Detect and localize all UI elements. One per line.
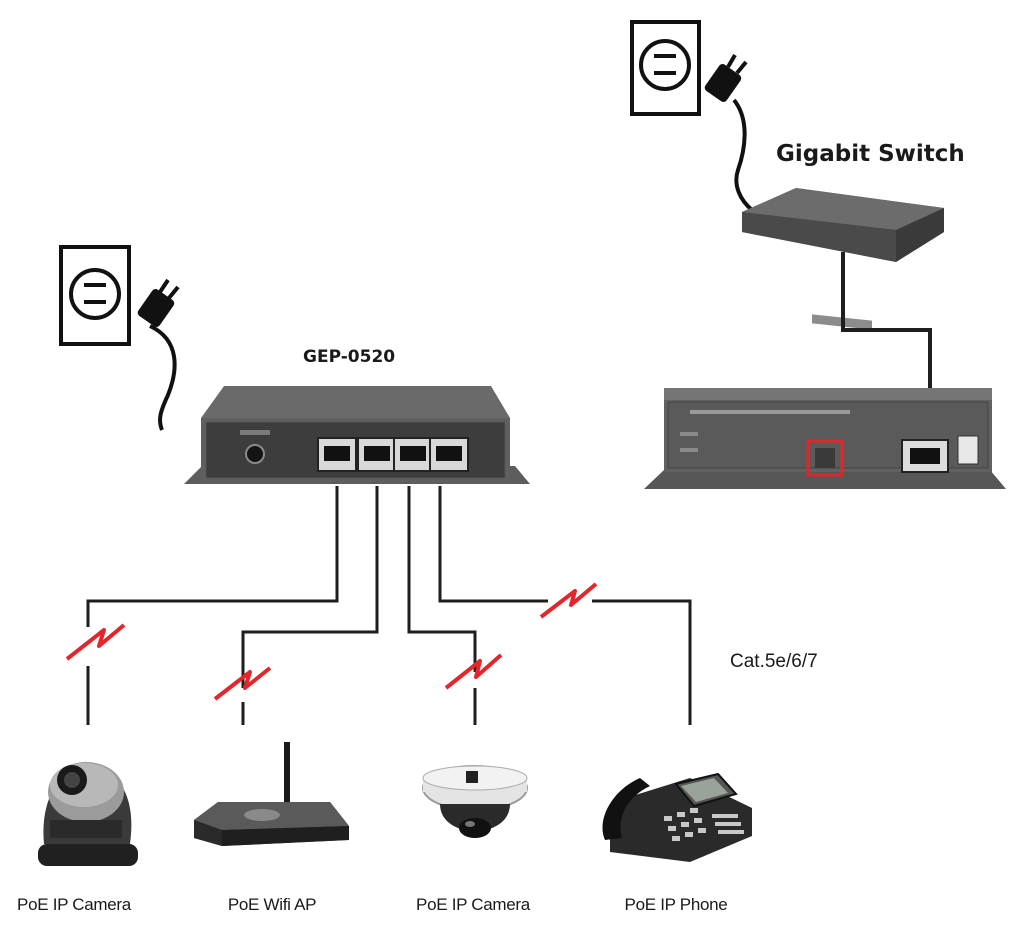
ip-phone-device <box>602 772 752 862</box>
power-plug-icon <box>704 53 748 102</box>
power-outlet-icon <box>59 245 131 346</box>
wifi-ap-device <box>194 742 349 846</box>
ethernet-port-icon <box>901 439 949 473</box>
poe-switch-rear-device <box>644 388 1006 489</box>
cable-type-label: Cat.5e/6/7 <box>730 651 818 672</box>
wireless-bolt-icon <box>65 623 126 661</box>
device-label-ip-camera-1: PoE IP Camera <box>17 895 131 914</box>
ptz-camera-device <box>38 762 138 866</box>
wireless-bolt-icon <box>213 666 272 701</box>
power-cord <box>149 324 177 431</box>
ethernet-port-icon <box>429 437 469 472</box>
gep-0520-device <box>184 386 530 484</box>
dome-camera-device <box>422 765 528 838</box>
ethernet-port-icon <box>317 437 357 472</box>
device-label-ip-phone: PoE IP Phone <box>624 895 728 914</box>
gigabit-switch-device <box>742 188 944 330</box>
power-outlet-icon <box>630 20 701 116</box>
ethernet-port-icon <box>393 437 433 472</box>
ethernet-cables <box>86 486 692 725</box>
gigabit-switch-label: Gigabit Switch <box>776 141 965 167</box>
power-cord <box>732 98 754 212</box>
device-label-ip-camera-2: PoE IP Camera <box>416 895 530 914</box>
power-plug-icon <box>137 278 180 327</box>
wireless-bolt-icon <box>539 582 598 619</box>
device-label-wifi-ap: PoE Wifi AP <box>227 895 317 914</box>
wireless-bolt-icon <box>444 653 503 690</box>
ethernet-port-icon <box>357 437 397 472</box>
poe-switch-model-label: GEP-0520 <box>303 347 396 367</box>
